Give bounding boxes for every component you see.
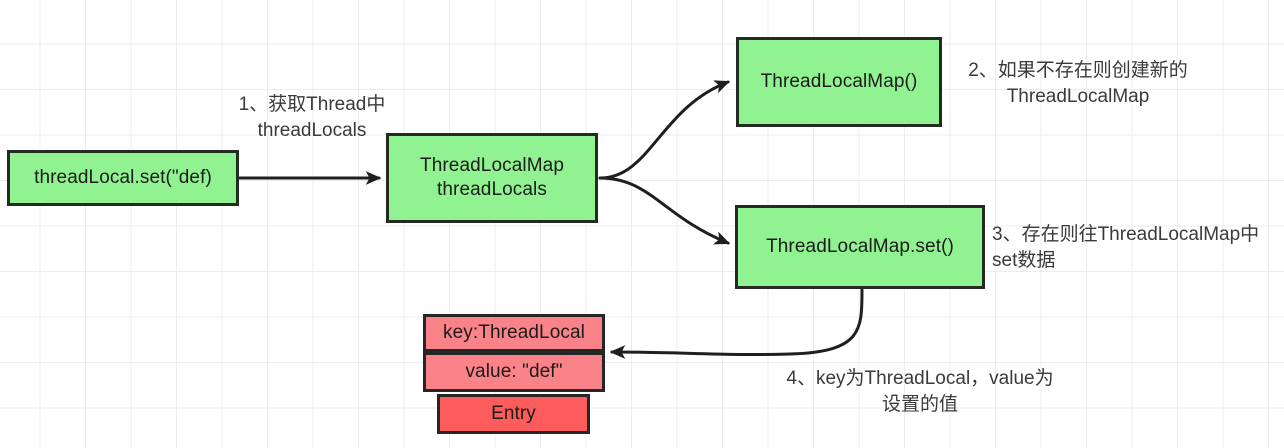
- node-entry-key[interactable]: key:ThreadLocal: [423, 314, 605, 352]
- node-entry-value-label: value: "def": [465, 361, 563, 383]
- node-threadlocalmap-set-label: ThreadLocalMap.set(): [766, 236, 954, 258]
- edge-map-set-to-entry: [609, 288, 864, 359]
- note-step-4: 4、key为ThreadLocal，value为 设置的值: [786, 368, 1054, 415]
- edge-threadlocals-to-map-ctor: [598, 80, 731, 180]
- node-entry-key-label: key:ThreadLocal: [443, 322, 585, 344]
- note-step-1: 1、获取Thread中 threadLocals: [238, 94, 386, 141]
- node-threadlocalmap-threadlocals-label: ThreadLocalMap threadLocals: [420, 155, 564, 200]
- edge-threadlocals-to-map-set: [598, 176, 731, 245]
- node-threadlocalmap-set[interactable]: ThreadLocalMap.set(): [735, 205, 985, 289]
- note-step-3: 3、存在则往ThreadLocalMap中 set数据: [992, 224, 1260, 271]
- node-entry-value[interactable]: value: "def": [423, 352, 605, 392]
- node-entry-label: Entry: [491, 403, 536, 425]
- node-threadlocalmap-constructor[interactable]: ThreadLocalMap(): [736, 37, 942, 127]
- node-entry[interactable]: Entry: [437, 394, 590, 434]
- node-threadlocal-set-label: threadLocal.set("def): [34, 167, 212, 189]
- node-threadlocal-set[interactable]: threadLocal.set("def): [7, 150, 239, 206]
- node-threadlocalmap-threadlocals[interactable]: ThreadLocalMap threadLocals: [386, 133, 598, 223]
- node-threadlocalmap-constructor-label: ThreadLocalMap(): [760, 71, 918, 93]
- note-step-2: 2、如果不存在则创建新的 ThreadLocalMap: [968, 60, 1188, 107]
